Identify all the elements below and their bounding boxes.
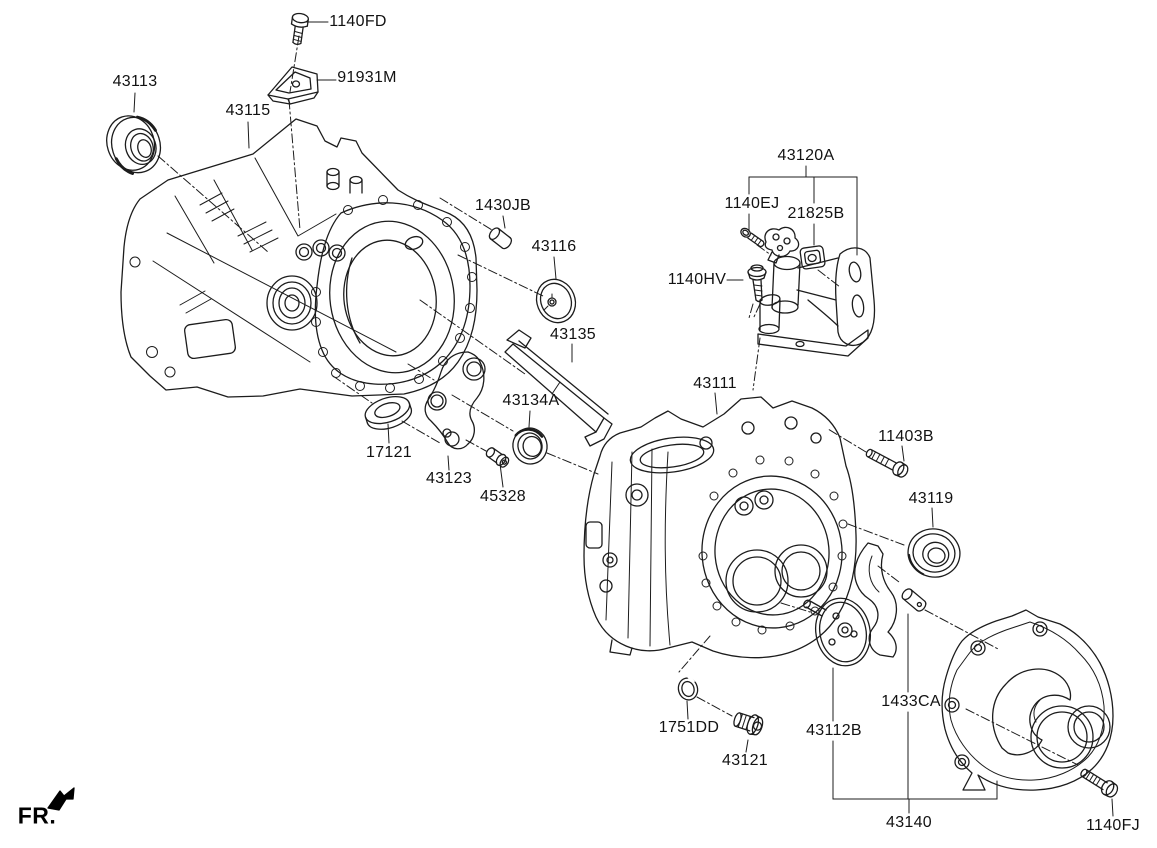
part-21825b-damper	[799, 245, 826, 270]
part-label-43120A: 43120A	[777, 147, 835, 164]
part-label-43113: 43113	[112, 73, 158, 90]
part-label-43111: 43111	[693, 375, 737, 392]
part-label-1140FJ: 1140FJ	[1086, 817, 1140, 834]
fr-arrow-icon	[47, 787, 75, 811]
leader-lines	[133, 21, 1114, 817]
part-label-45328: 45328	[480, 488, 526, 505]
part-label-43116: 43116	[531, 238, 577, 255]
part-label-91931M: 91931M	[337, 69, 397, 86]
part-1140fj-bolt	[1080, 768, 1119, 798]
part-1140hv-bolt	[747, 264, 767, 303]
part-43135-bracket-rail	[504, 329, 613, 447]
part-label-1140FD: 1140FD	[329, 13, 387, 30]
part-43116-plug-disc	[535, 278, 577, 324]
part-43121-plug	[733, 712, 764, 736]
part-label-43112B: 43112B	[806, 722, 862, 739]
part-43140-cover	[941, 609, 1114, 791]
part-43123-lever	[424, 351, 486, 450]
part-label-43135: 43135	[550, 326, 596, 343]
bracket-lines	[748, 165, 998, 814]
part-43113-seal	[106, 115, 162, 175]
assembly-axis-lines	[157, 35, 1079, 766]
part-label-11403B: 11403B	[878, 428, 934, 445]
part-oil-guide	[854, 542, 898, 658]
part-label-1140HV: 1140HV	[667, 271, 727, 288]
part-43115-clutch-housing	[120, 118, 478, 398]
part-label-21825B: 21825B	[787, 205, 845, 222]
part-43120a-mount-bracket	[757, 226, 876, 357]
part-label-43119: 43119	[908, 490, 954, 507]
part-43111-transaxle-case	[583, 396, 857, 659]
part-43134a-seal	[512, 427, 548, 465]
part-1751dd-snap-ring	[677, 675, 699, 701]
part-label-43134A: 43134A	[502, 392, 560, 409]
part-1430jb-pin	[488, 227, 513, 250]
part-label-17121: 17121	[366, 444, 412, 461]
part-label-43115: 43115	[225, 102, 271, 119]
part-43119-seal	[907, 528, 961, 578]
part-45328-bolt	[485, 447, 510, 468]
part-label-43123: 43123	[426, 470, 472, 487]
part-label-1433CA: 1433CA	[881, 693, 941, 710]
part-label-43121: 43121	[722, 752, 768, 769]
part-1140fd-bolt	[290, 12, 309, 46]
fr-label: FR.	[17, 802, 57, 829]
part-1140ej-bolt	[740, 227, 765, 248]
part-label-1430JB: 1430JB	[474, 197, 532, 214]
part-17121-washer	[364, 396, 413, 430]
fr-direction-indicator: FR.	[18, 803, 57, 830]
part-43112b-plate	[803, 597, 871, 667]
part-11403b-bolt	[865, 448, 909, 478]
part-label-43140: 43140	[886, 814, 932, 831]
part-91931m-bracket	[267, 66, 319, 105]
part-1433ca-pin	[901, 588, 927, 612]
part-label-1751DD: 1751DD	[658, 719, 720, 736]
part-label-1140EJ: 1140EJ	[724, 195, 780, 212]
